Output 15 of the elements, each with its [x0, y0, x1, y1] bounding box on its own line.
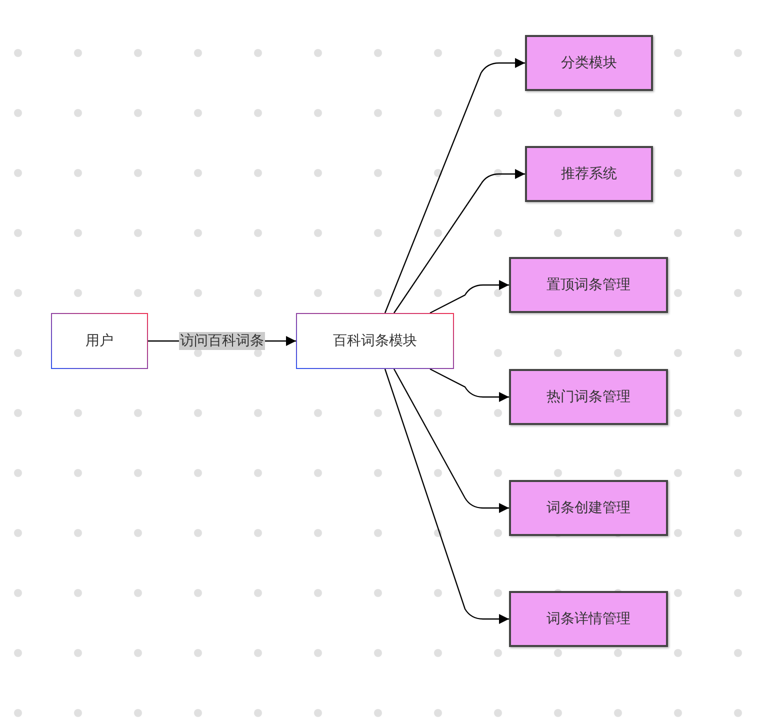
module-box: 分类模块 — [525, 35, 653, 91]
module-box: 置顶词条管理 — [509, 257, 668, 313]
arrow — [394, 169, 525, 314]
arrow — [384, 58, 525, 314]
module-box: 词条创建管理 — [509, 480, 668, 536]
arrow — [430, 368, 509, 402]
module-box: 推荐系统 — [525, 146, 653, 202]
arrow — [384, 368, 509, 624]
module-box: 百科词条模块 — [296, 313, 454, 369]
edge-label: 访问百科词条 — [179, 332, 265, 350]
arrow — [393, 368, 509, 513]
module-box: 词条详情管理 — [509, 591, 668, 647]
module-box: 热门词条管理 — [509, 369, 668, 425]
user-box: 用户 — [51, 313, 148, 369]
arrow — [430, 280, 509, 314]
